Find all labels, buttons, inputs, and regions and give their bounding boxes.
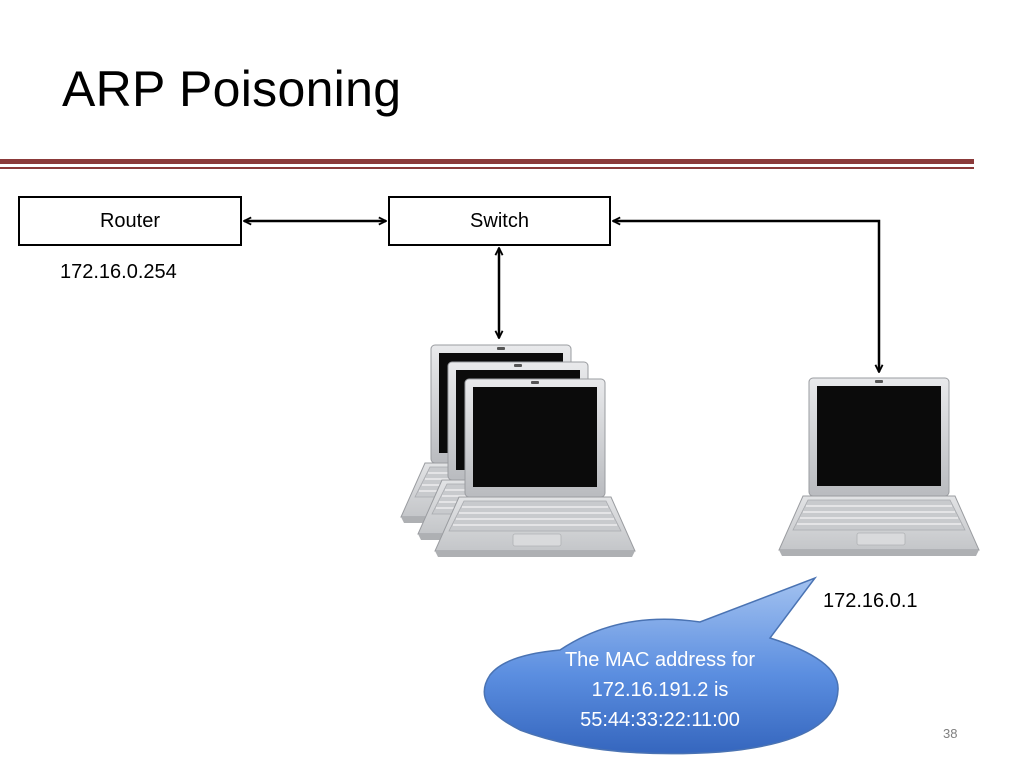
laptop-host-front <box>434 378 636 558</box>
switch-node: Switch <box>388 196 611 246</box>
slide-title: ARP Poisoning <box>62 61 402 117</box>
switch-victim-link <box>613 221 879 372</box>
victim-ip-label: 172.16.0.1 <box>823 590 918 612</box>
laptop-victim <box>778 377 980 557</box>
title-rule-thin <box>0 167 974 169</box>
speech-line-1: The MAC address for <box>564 649 756 671</box>
page-number: 38 <box>943 726 958 741</box>
router-ip-label: 172.16.0.254 <box>60 261 177 283</box>
router-node: Router <box>18 196 242 246</box>
switch-label: Switch <box>470 209 529 232</box>
speech-bubble <box>483 576 839 755</box>
title-rule-thick <box>0 159 974 164</box>
speech-line-2: 172.16.191.2 is <box>591 679 729 701</box>
speech-bubble-text: The MAC address for 172.16.191.2 is 55:4… <box>540 645 780 735</box>
speech-line-3: 55:44:33:22:11:00 <box>580 709 740 731</box>
router-label: Router <box>99 209 161 232</box>
